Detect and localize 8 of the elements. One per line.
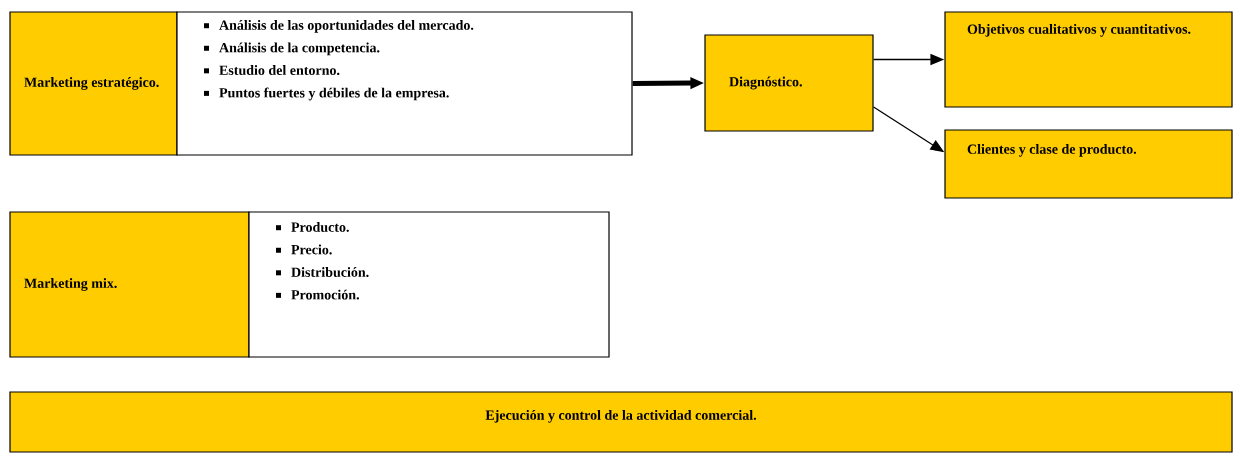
result-box: Objetivos cualitativos y cuantitativos. (944, 11, 1233, 108)
heading-box: Marketing estratégico. (9, 11, 178, 156)
process-box: Diagnóstico. (704, 34, 874, 132)
list-box: Producto. Precio. Distribución. Promoción. (248, 211, 610, 358)
heading-box: Marketing mix. (9, 211, 250, 358)
result-box: Clientes y clase de producto. (944, 129, 1233, 199)
list-box: Análisis de las oportunidades del mercado. Análisis de la competencia. Estudio del entorno. Puntos fuertes y débiles de la empresa. (176, 11, 633, 156)
banner-box: Ejecución y control de la actividad comercial. (9, 391, 1233, 453)
